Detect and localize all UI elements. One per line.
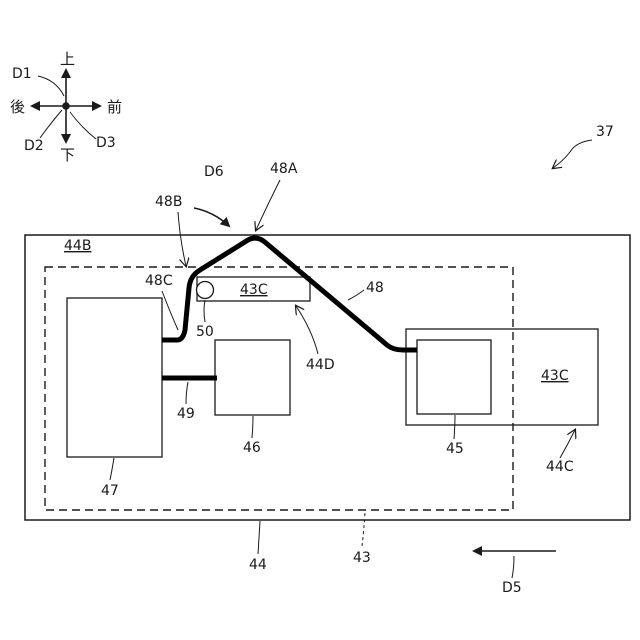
ref-45-leader [454,415,455,439]
component-50-circle [197,282,214,299]
ref-49-leader [186,382,188,404]
ref-37-label: 37 [596,124,614,140]
ref-44b-label: 44B [64,238,91,254]
d2-label: D2 [24,138,44,154]
ref-46-leader [252,416,253,438]
ref-44d-label: 44D [306,357,335,373]
ref-44c-label: 44C [546,459,574,475]
d3-label: D3 [96,135,116,151]
d6-arrow-icon [194,208,229,226]
direction-back-label: 後 [10,98,25,116]
direction-up-label: 上 [60,50,75,68]
ref-44-leader [258,521,260,554]
region-43 [45,267,513,510]
ref-37-leader [553,140,592,168]
ref-44-label: 44 [249,557,267,573]
component-47 [67,298,162,457]
housing-44 [25,235,630,520]
ref-49-label: 49 [177,406,195,422]
ref-43-label: 43 [353,550,371,566]
d5-leader [512,556,514,578]
ref-48-leader [348,290,364,300]
component-44c [406,329,598,425]
ref-48c-leader [162,291,178,330]
ref-47-label: 47 [101,483,119,499]
d5-label: D5 [502,580,522,596]
compass-center-dot [63,103,69,109]
ref-48a-leader [256,180,280,230]
direction-front-label: 前 [107,98,122,116]
d2-leader [40,110,62,138]
ref-48c-label: 48C [145,273,173,289]
ref-48-label: 48 [366,280,384,296]
d1-leader [38,76,64,96]
ref-43c-right-label: 43C [541,368,569,384]
component-46 [215,340,290,415]
direction-down-label: 下 [60,146,75,164]
ref-47-leader [110,458,114,480]
ref-45-label: 45 [446,441,464,457]
ref-44d-leader [296,306,318,354]
ref-43c-top-label: 43C [240,282,268,298]
ref-48b-label: 48B [155,194,182,210]
ref-48a-label: 48A [270,161,298,177]
d6-label: D6 [204,164,224,180]
ref-44c-leader [560,430,575,458]
ref-43-leader [362,512,365,546]
d3-leader [70,112,96,139]
ref-50-leader [204,300,205,322]
ref-48b-leader [178,212,186,266]
d1-label: D1 [12,66,32,82]
ref-50-label: 50 [196,324,214,340]
ref-46-label: 46 [243,440,261,456]
direction-compass [32,70,100,142]
component-45 [417,340,491,414]
